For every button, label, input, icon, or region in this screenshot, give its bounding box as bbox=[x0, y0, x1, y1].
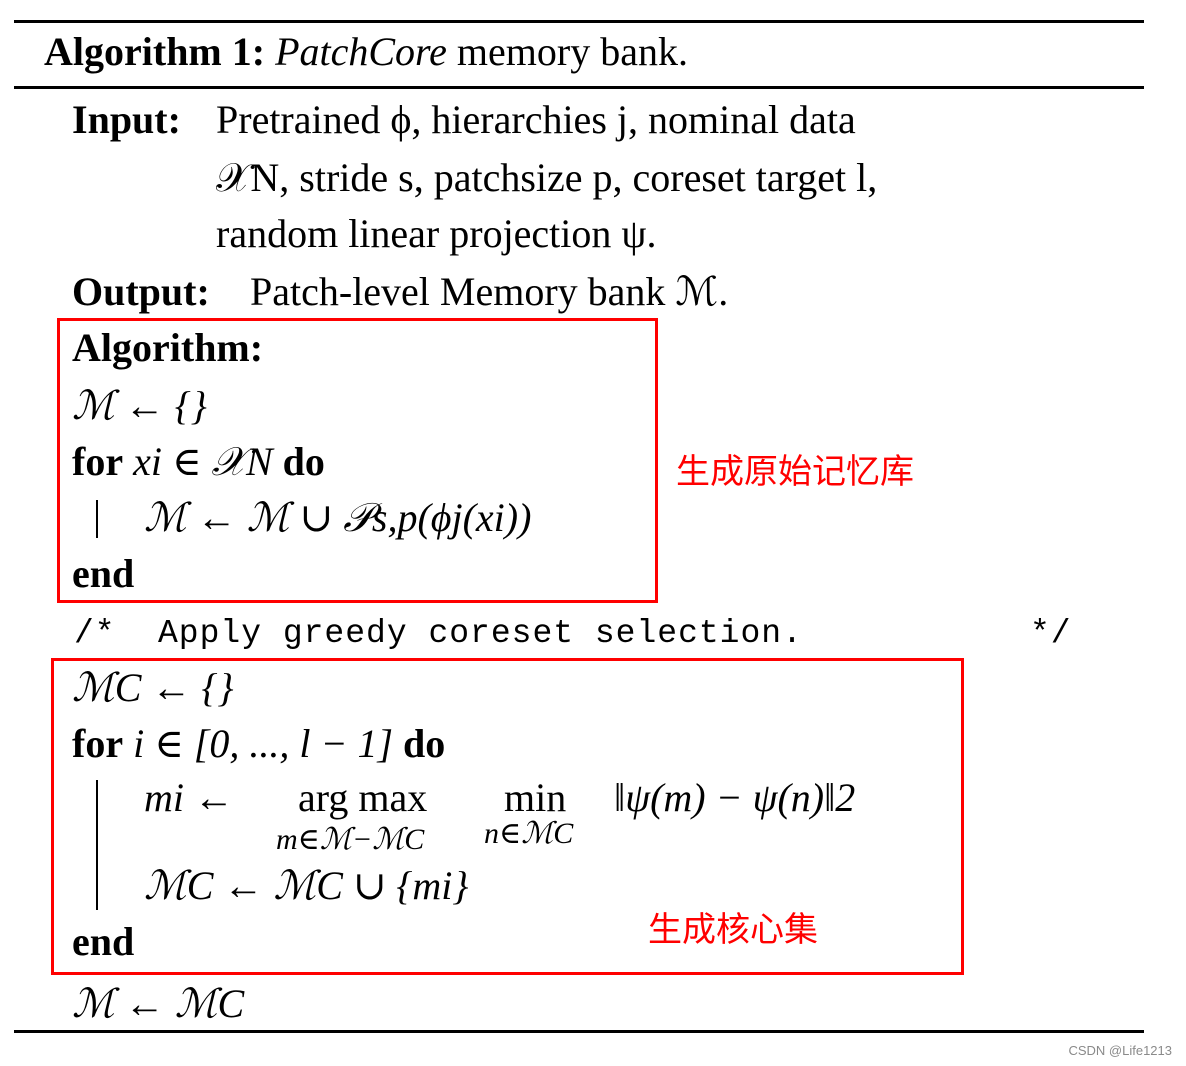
top-rule bbox=[14, 20, 1144, 23]
comment-text: Apply greedy coreset selection. bbox=[158, 615, 803, 652]
min-subscript: n∈ℳC bbox=[484, 817, 574, 850]
coreset-update: ℳC ← ℳC ∪ {mi} bbox=[144, 863, 469, 908]
coreset-annotation: 生成核心集 bbox=[648, 910, 818, 950]
algorithm-title: Algorithm 1: PatchCore memory bank. bbox=[44, 28, 688, 76]
header-rule bbox=[14, 86, 1144, 89]
bottom-rule bbox=[14, 1030, 1144, 1033]
title-prefix: Algorithm 1: bbox=[44, 29, 266, 74]
for-loop-2: for i ∈ [0, ..., l − 1] do bbox=[72, 720, 445, 768]
end-keyword-2: end bbox=[72, 919, 135, 964]
distance-norm: ‖ψ(m) − ψ(n)‖2 bbox=[614, 775, 856, 820]
comment-close: */ bbox=[1030, 615, 1072, 652]
do-keyword-2: do bbox=[403, 721, 446, 766]
memory-bank-annotation: 生成原始记忆库 bbox=[676, 452, 914, 492]
for-expression: xi ∈ 𝒳N bbox=[133, 439, 273, 484]
for-keyword: for bbox=[72, 439, 124, 484]
do-keyword: do bbox=[282, 439, 325, 484]
coreset-init: ℳC ← {} bbox=[72, 665, 234, 710]
assign-lhs: mi ← bbox=[144, 775, 234, 820]
coreset-highlight-box bbox=[51, 658, 964, 975]
input-line-3: random linear projection ψ. bbox=[216, 211, 657, 256]
memory-bank-highlight-box bbox=[57, 318, 658, 603]
title-name: PatchCore bbox=[275, 29, 447, 74]
for-expression-2: i ∈ [0, ..., l − 1] bbox=[133, 721, 394, 766]
min-operator: min bbox=[504, 775, 567, 820]
comment-open: /* bbox=[74, 615, 116, 652]
algorithm-heading: Algorithm: bbox=[72, 325, 264, 370]
loop-1-body-bar bbox=[96, 500, 98, 538]
argmax-operator: arg max bbox=[298, 775, 428, 820]
input-line-1: Pretrained ϕ, hierarchies j, nominal dat… bbox=[216, 97, 856, 142]
input-label: Input: bbox=[72, 97, 181, 142]
output-text: Patch-level Memory bank ℳ. bbox=[250, 269, 729, 314]
final-assignment: ℳ ← ℳC bbox=[72, 981, 245, 1026]
csdn-watermark: CSDN @Life1213 bbox=[1068, 1043, 1172, 1058]
for-loop-1: for xi ∈ 𝒳N do bbox=[72, 438, 325, 486]
loop-2-body-bar bbox=[96, 780, 98, 910]
memory-bank-init: ℳ ← {} bbox=[72, 383, 207, 428]
output-label: Output: bbox=[72, 269, 210, 314]
for-keyword-2: for bbox=[72, 721, 124, 766]
input-line-2: 𝒳N, stride s, patchsize p, coreset targe… bbox=[216, 155, 878, 200]
argmax-subscript: m∈ℳ−ℳC bbox=[276, 823, 425, 856]
memory-bank-union: ℳ ← ℳ ∪ 𝒫s,p(ϕj(xi)) bbox=[144, 495, 532, 540]
end-keyword-1: end bbox=[72, 551, 135, 596]
title-suffix: memory bank. bbox=[456, 29, 688, 74]
